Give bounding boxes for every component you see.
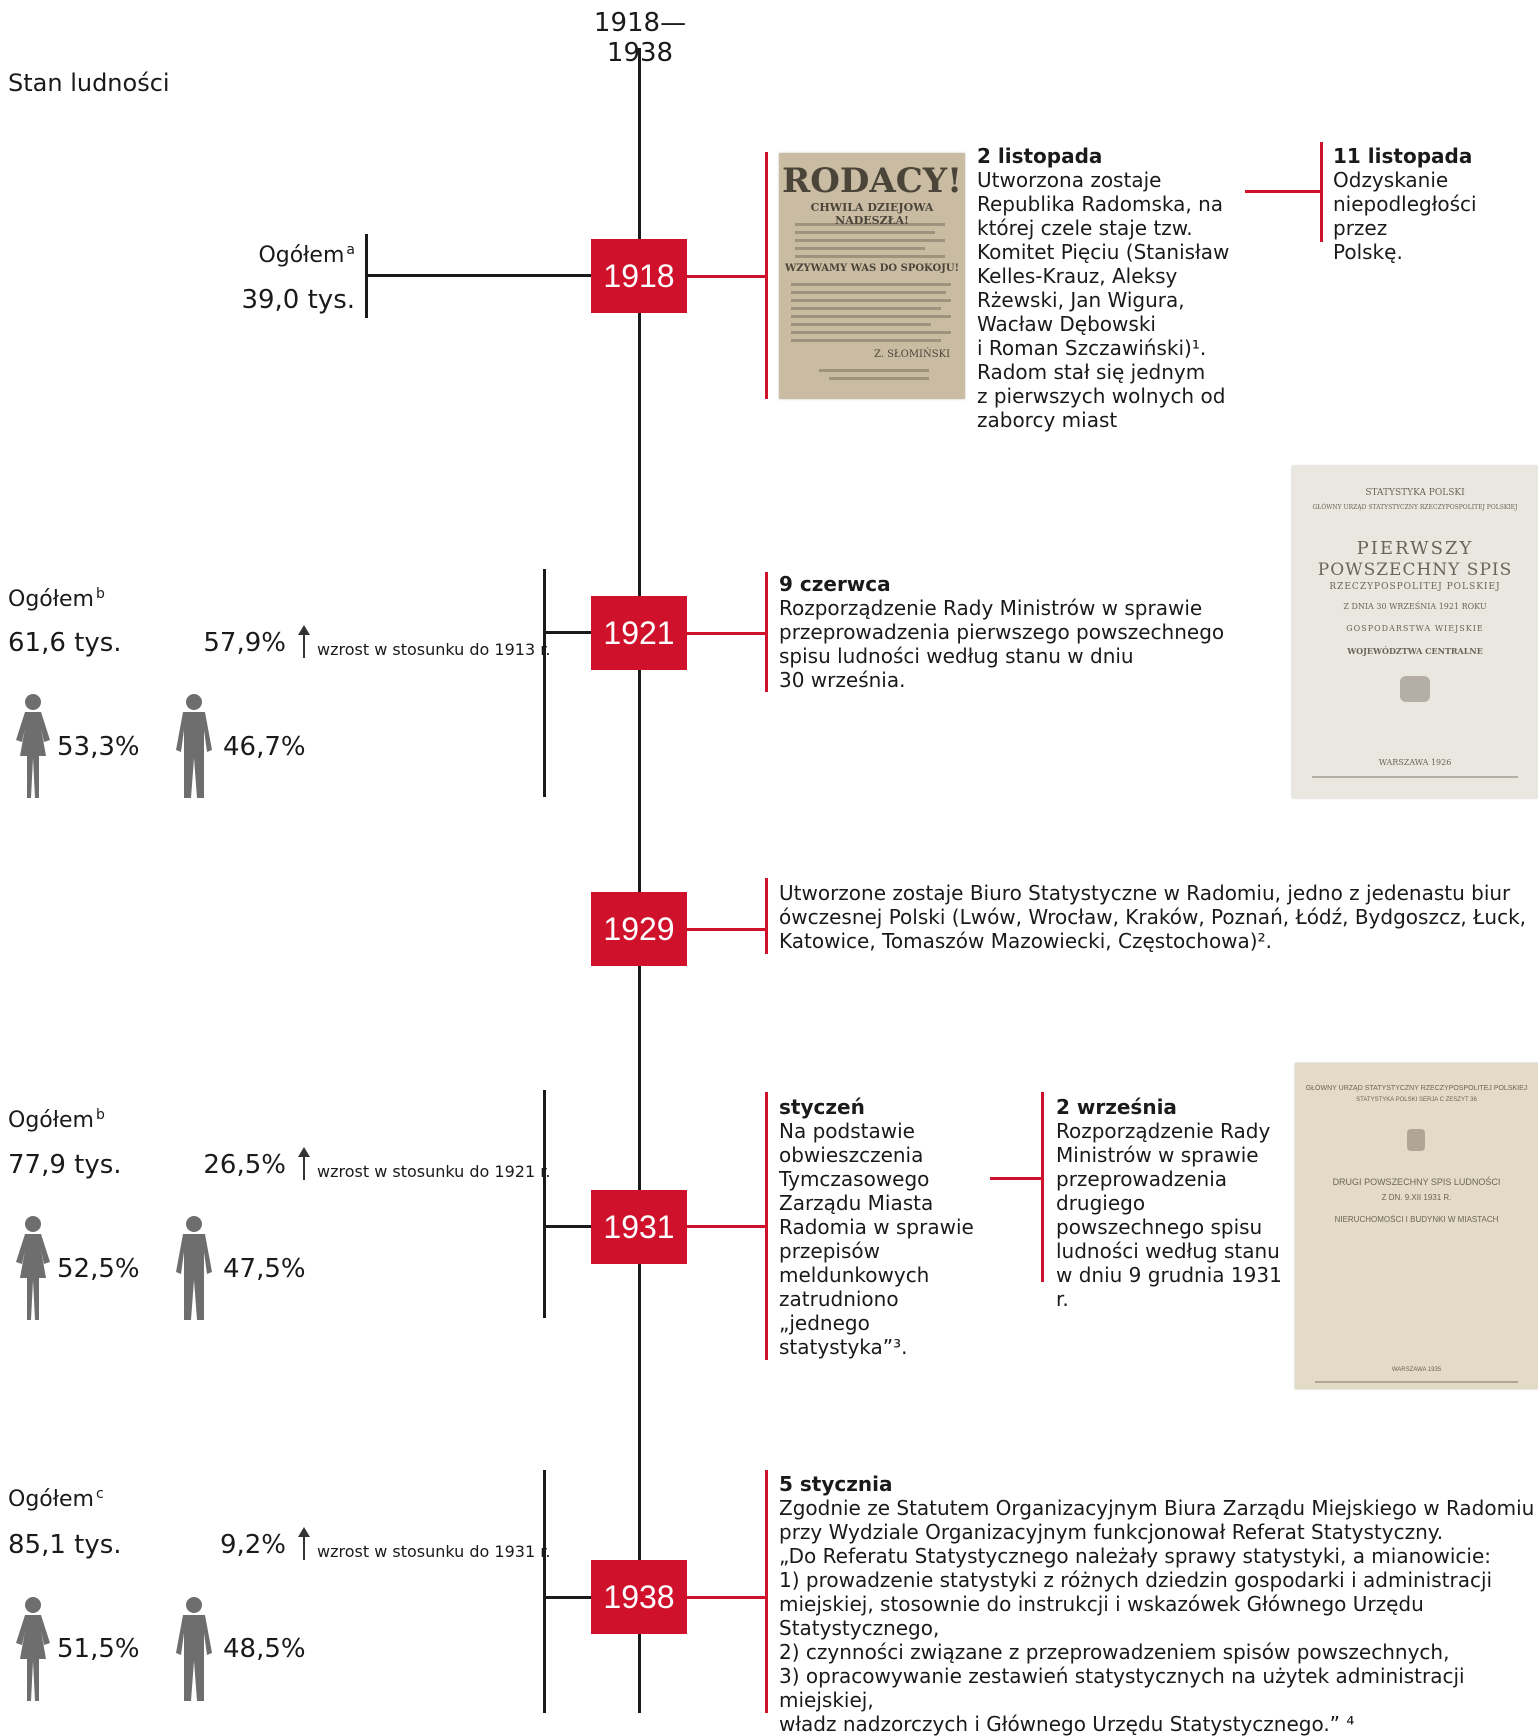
- stat-growth-note: wzrost w stosunku do 1913 r.: [317, 640, 551, 659]
- year-box-1931: 1931: [591, 1190, 687, 1264]
- stat-bracket: [543, 1470, 546, 1713]
- stat-growth-value: 26,5%: [203, 1150, 286, 1180]
- stat-connector: [543, 1225, 591, 1228]
- year-box-1929: 1929: [591, 892, 687, 966]
- event-connector: [1245, 190, 1321, 193]
- stat-connector: [543, 1596, 591, 1599]
- stat-total-value: 85,1 tys.: [8, 1530, 122, 1560]
- event-bar: [765, 1092, 768, 1360]
- event-connector: [990, 1177, 1042, 1180]
- footnote-mark: b: [95, 586, 105, 602]
- section-title: Stan ludności: [8, 69, 170, 97]
- event-date: 2 września: [1056, 1095, 1177, 1119]
- document-image-rodacy: RODACY! CHWILA DZIEJOWA NADESZŁA! WZYWAM…: [779, 153, 965, 399]
- event-11-listopada: 11 listopada Odzyskanie niepodległości p…: [1333, 144, 1533, 264]
- event-bar: [765, 152, 768, 399]
- event-5-stycznia: 5 stycznia Zgodnie ze Statutem Organizac…: [779, 1472, 1537, 1736]
- arrow-up-icon: [298, 625, 310, 658]
- event-date: 5 stycznia: [779, 1472, 893, 1496]
- stat-growth-value: 57,9%: [203, 628, 286, 658]
- stat-bracket: [543, 1090, 546, 1318]
- stat-total-value: 77,9 tys.: [8, 1150, 122, 1180]
- stat-female-value: 51,5%: [57, 1634, 140, 1664]
- stat-growth-note: wzrost w stosunku do 1931 r.: [317, 1542, 551, 1561]
- female-silhouette-icon: [16, 1216, 50, 1320]
- event-bar: [1320, 142, 1323, 242]
- event-date: 11 listopada: [1333, 144, 1473, 168]
- event-date: styczeń: [779, 1095, 865, 1119]
- document-image-pierwszy-spis: STATYSTYKA POLSKI GŁÓWNY URZĄD STATYSTYC…: [1292, 466, 1538, 798]
- male-silhouette-icon: [176, 1597, 212, 1701]
- footnote-mark: c: [95, 1486, 104, 1502]
- year-box-1921: 1921: [591, 596, 687, 670]
- arrow-up-icon: [298, 1147, 310, 1180]
- event-date: 2 listopada: [977, 144, 1103, 168]
- event-connector: [686, 1225, 766, 1228]
- stat-total-value: 39,0 tys.: [241, 285, 355, 315]
- year-box-1938: 1938: [591, 1560, 687, 1634]
- stat-connector: [365, 274, 591, 277]
- event-2-listopada: 2 listopada Utworzona zostaje Republika …: [977, 144, 1237, 432]
- document-image-drugi-spis: GŁÓWNY URZĄD STATYSTYCZNY RZECZYPOSPOLIT…: [1295, 1063, 1538, 1389]
- stat-male-value: 48,5%: [223, 1634, 306, 1664]
- footnote-mark: b: [95, 1107, 105, 1123]
- male-silhouette-icon: [176, 694, 212, 798]
- event-styczen: styczeń Na podstawie obwieszczenia Tymcz…: [779, 1095, 979, 1359]
- stat-male-value: 46,7%: [223, 732, 306, 762]
- timeline-axis: [638, 48, 641, 1713]
- event-bar: [765, 878, 768, 954]
- year-box-1918: 1918: [591, 239, 687, 313]
- event-2-wrzesnia: 2 września Rozporządzenie Rady Ministrów…: [1056, 1095, 1296, 1311]
- footnote-mark: a: [346, 242, 355, 258]
- event-bar: [1041, 1092, 1044, 1282]
- male-silhouette-icon: [176, 1216, 212, 1320]
- stat-male-value: 47,5%: [223, 1254, 306, 1284]
- event-date: 9 czerwca: [779, 572, 891, 596]
- event-connector: [686, 928, 766, 931]
- stat-growth-value: 9,2%: [219, 1530, 286, 1560]
- female-silhouette-icon: [16, 694, 50, 798]
- event-9-czerwca: 9 czerwca Rozporządzenie Rady Ministrów …: [779, 572, 1239, 692]
- stat-female-value: 53,3%: [57, 732, 140, 762]
- event-connector: [686, 275, 766, 278]
- event-bar: [765, 1470, 768, 1713]
- stat-connector: [543, 631, 591, 634]
- female-silhouette-icon: [16, 1597, 50, 1701]
- stat-bracket: [543, 569, 546, 797]
- stat-growth-note: wzrost w stosunku do 1921 r.: [317, 1162, 551, 1181]
- arrow-up-icon: [298, 1527, 310, 1560]
- event-1929: Utworzone zostaje Biuro Statystyczne w R…: [779, 881, 1527, 953]
- stat-female-value: 52,5%: [57, 1254, 140, 1284]
- event-bar: [765, 572, 768, 692]
- event-connector: [686, 1596, 766, 1599]
- event-connector: [686, 632, 766, 635]
- stat-total-value: 61,6 tys.: [8, 628, 122, 658]
